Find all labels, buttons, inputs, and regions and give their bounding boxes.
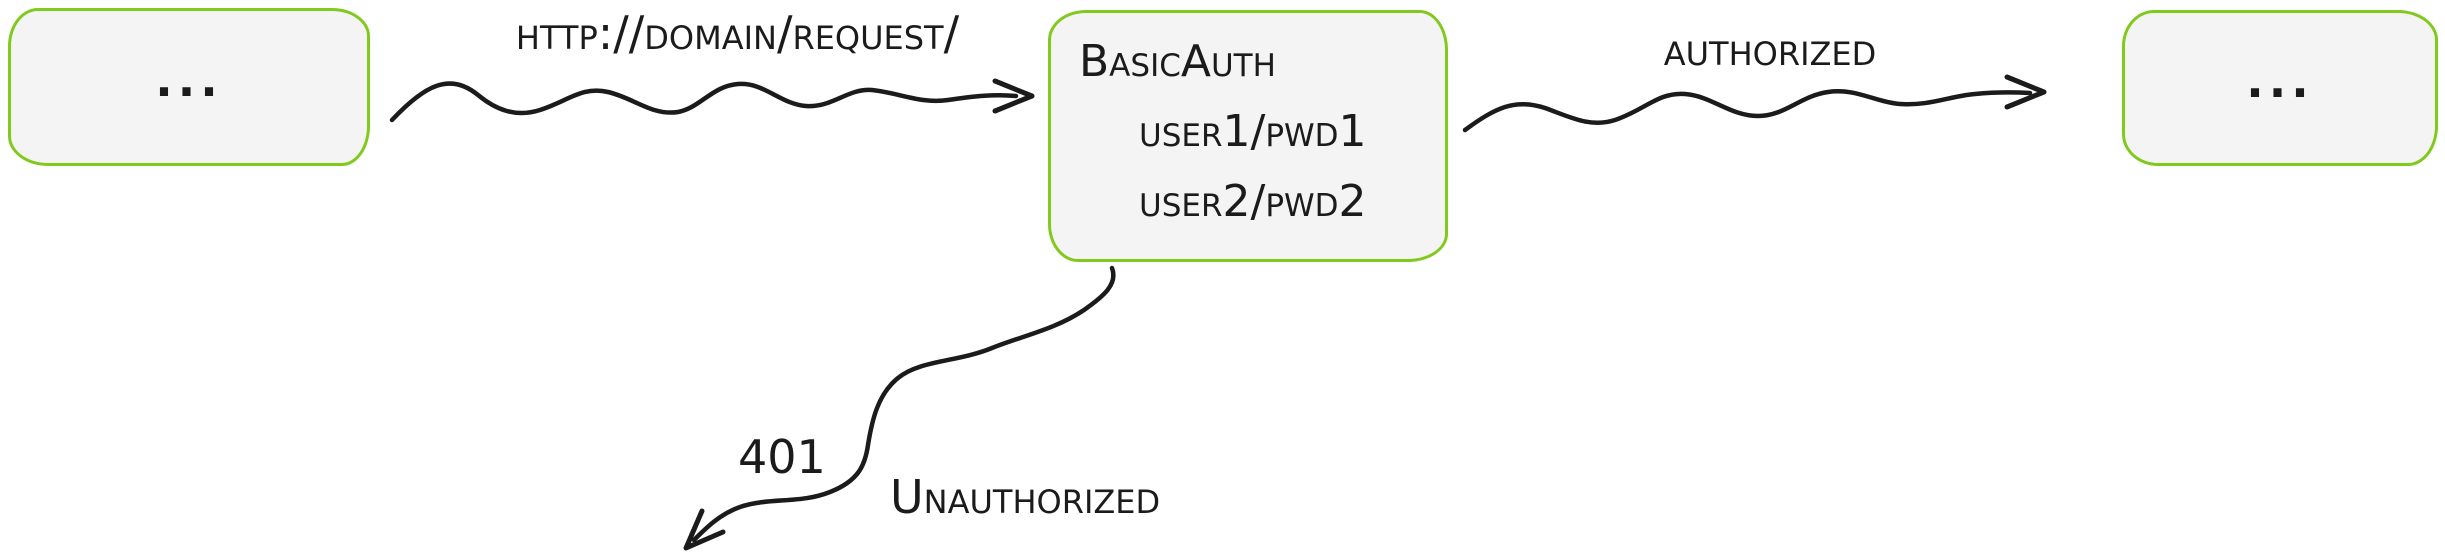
request-arrow-line [389, 81, 1019, 123]
node-client-box: ... [8, 8, 370, 166]
node-target-label: ... [2246, 54, 2314, 108]
unauthorized-arrow-line [691, 265, 1116, 543]
auth-server-credential-1: user1/pwd1 [1139, 106, 1367, 157]
authorized-arrow-line [1462, 89, 2033, 133]
request-arrow-label: http://domain/request/ [515, 6, 960, 60]
arrowhead-down-left-icon [683, 508, 726, 551]
request-arrow [389, 78, 1035, 123]
unauthorized-status-code: 401 [738, 430, 826, 484]
authorized-arrow [1462, 74, 2047, 133]
unauthorized-arrow-label: Unauthorized [890, 470, 1161, 524]
arrowhead-right-icon [2004, 74, 2047, 110]
unauthorized-arrow [683, 265, 1116, 551]
arrowhead-right-icon [992, 78, 1035, 114]
node-target-box: ... [2122, 10, 2438, 166]
node-client-label: ... [155, 53, 223, 107]
node-auth-server-box: BasicAuth user1/pwd1 user2/pwd2 [1048, 10, 1448, 262]
auth-server-title: BasicAuth [1079, 36, 1276, 87]
auth-server-credential-2: user2/pwd2 [1139, 176, 1367, 227]
authorized-arrow-label: authorized [1663, 22, 1877, 76]
